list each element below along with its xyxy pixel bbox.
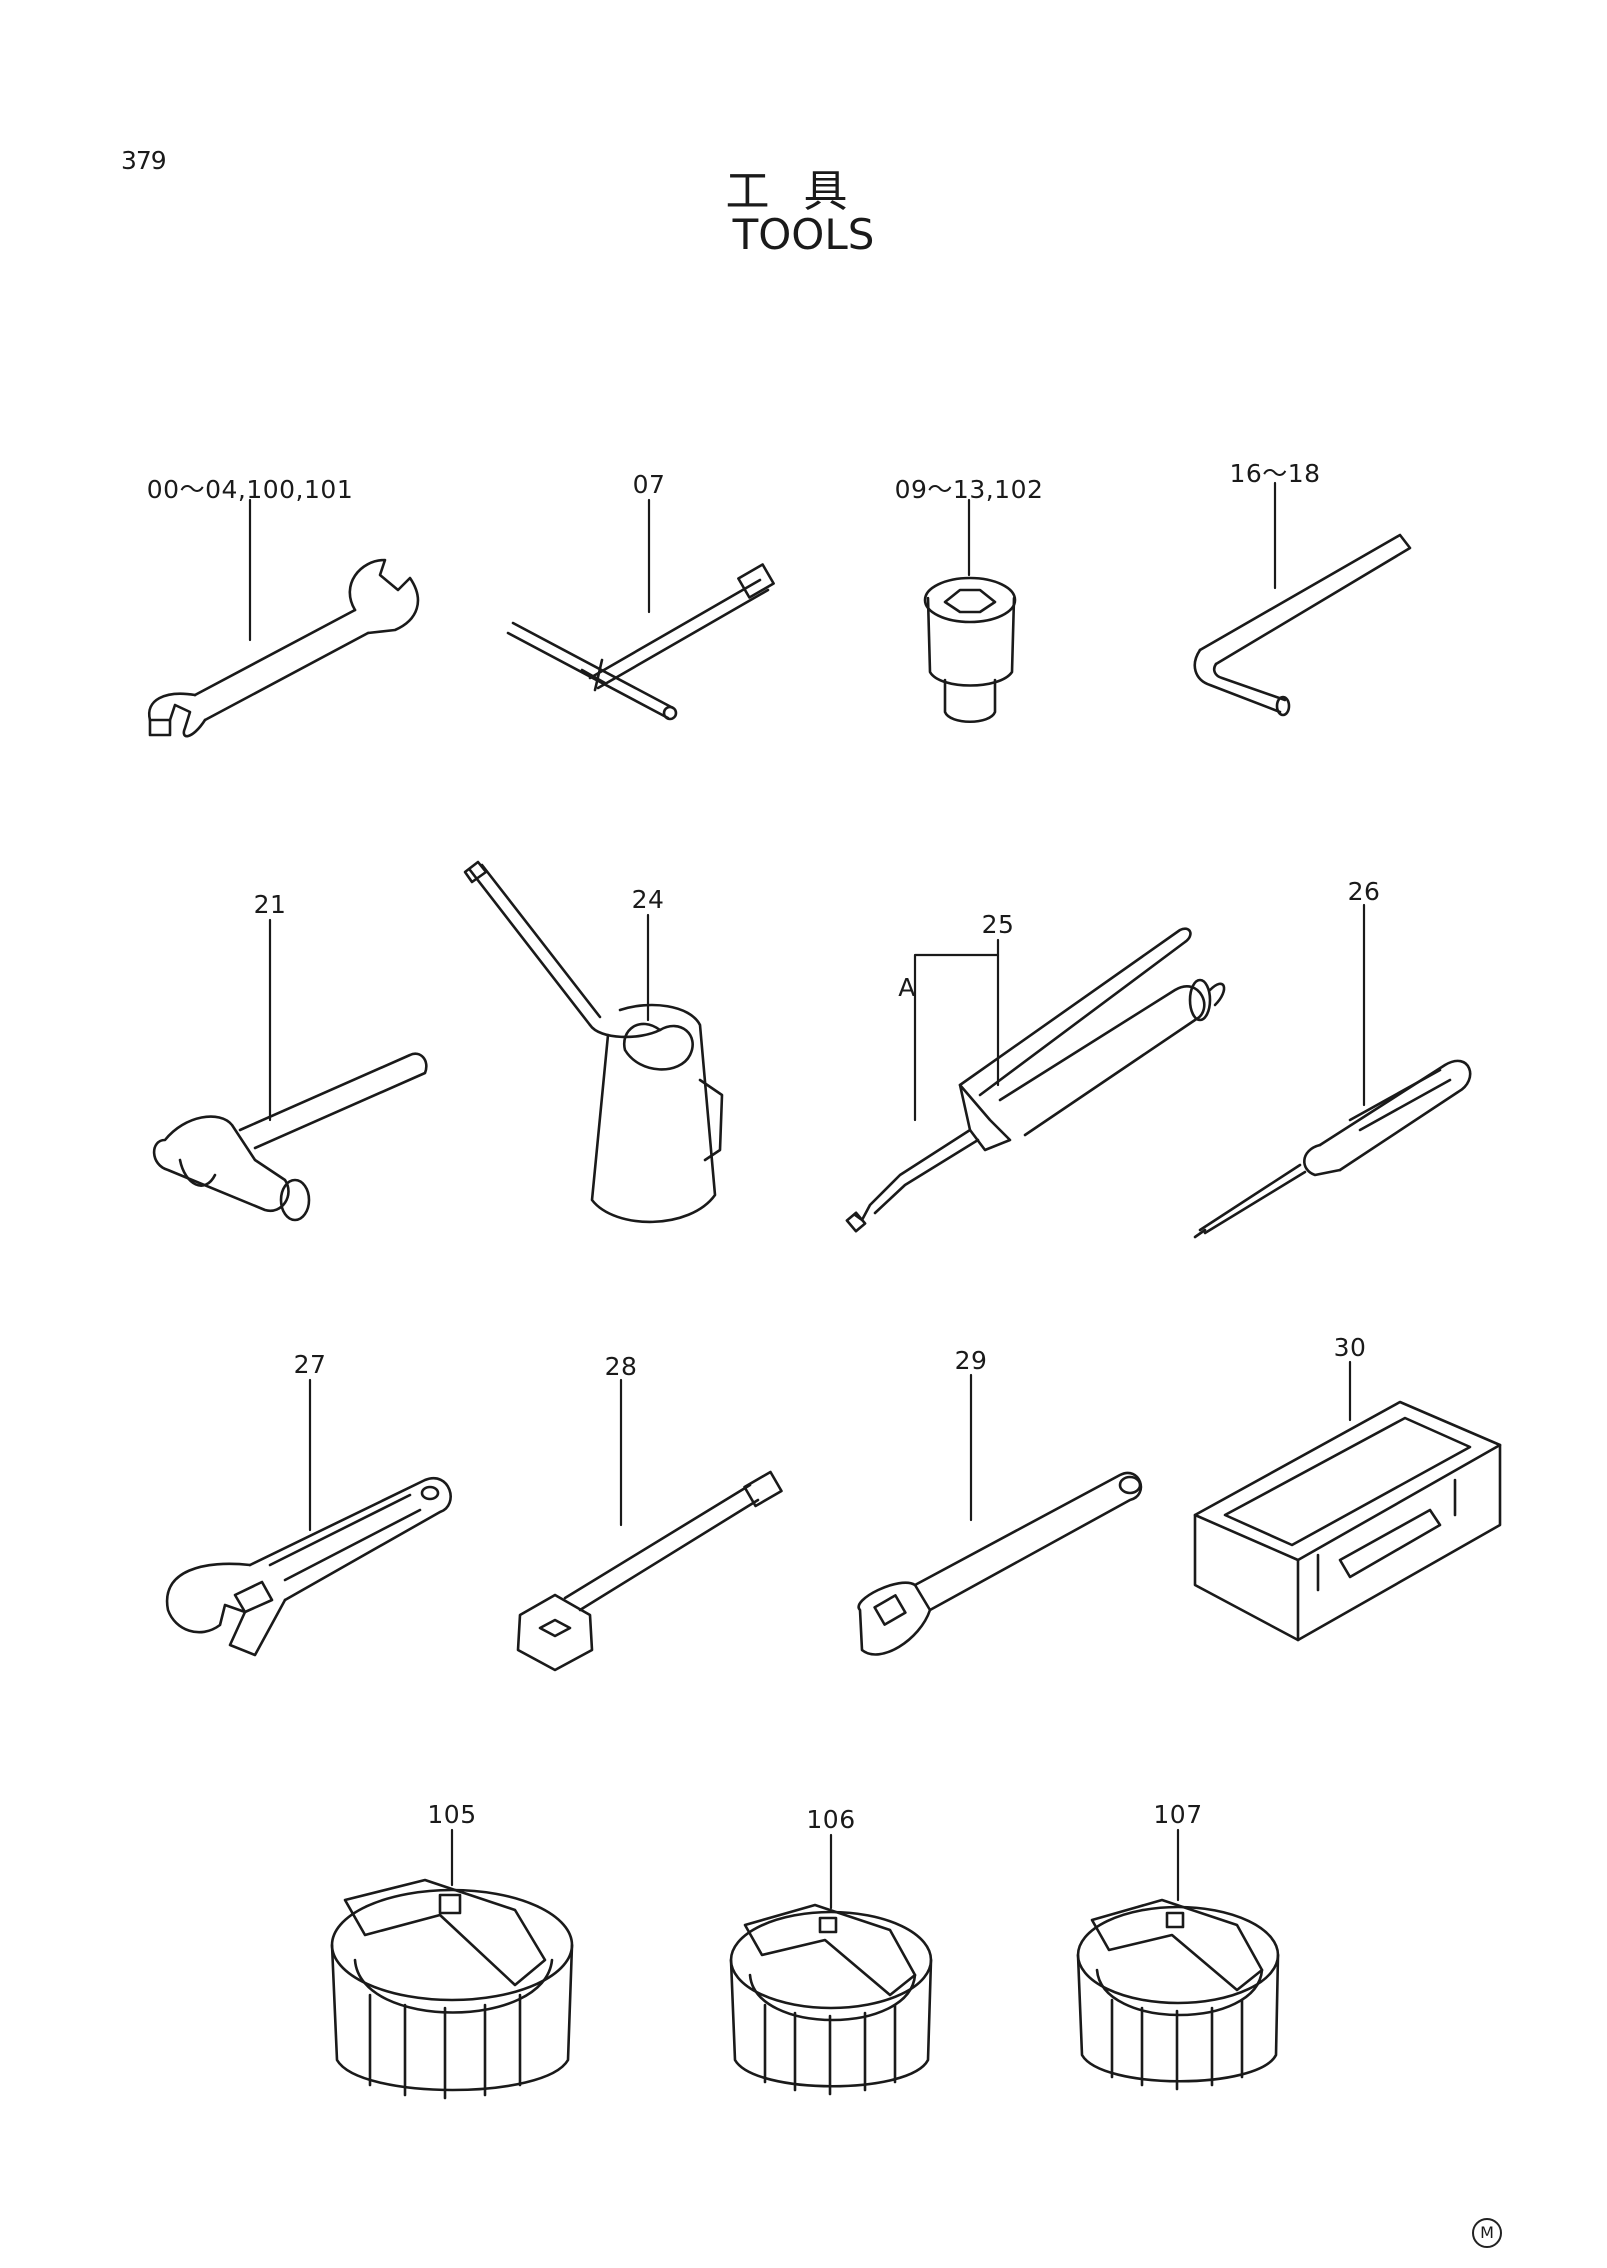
extension-bar-drawing: [516, 1378, 783, 1672]
callout-adjustable-wrench: 27: [293, 1350, 327, 1379]
socket-drawing: [923, 498, 1017, 723]
filter-wrench-107-drawing: [1076, 1828, 1280, 2091]
hex-key-drawing: [1193, 481, 1412, 717]
page-title: TOOLS: [732, 210, 875, 259]
wrench-drawing: [147, 498, 420, 738]
adjustable-wrench-drawing: [165, 1378, 452, 1657]
callout-screwdriver: 26: [1347, 877, 1381, 906]
ratchet-handle-drawing: [857, 1373, 1143, 1656]
manufacturer-mark: M: [1472, 2218, 1502, 2248]
tool-box-drawing: [1193, 1360, 1502, 1642]
callout-grease-gun-a: A: [898, 973, 916, 1002]
t-wrench-drawing: [506, 498, 775, 721]
callout-filter-wrench-105: 105: [427, 1800, 477, 1829]
callout-filter-wrench-107: 107: [1153, 1800, 1203, 1829]
grease-gun-drawing: [845, 927, 1226, 1233]
callout-hammer: 21: [253, 890, 287, 919]
callout-extension-bar: 28: [604, 1352, 638, 1381]
callout-oil-can: 24: [631, 885, 665, 914]
callout-tool-box: 30: [1333, 1333, 1367, 1362]
callout-t-wrench: 07: [632, 470, 666, 499]
oil-can-drawing: [463, 860, 724, 1224]
screwdriver-drawing: [1193, 903, 1472, 1239]
callout-ratchet-handle: 29: [954, 1346, 988, 1375]
filter-wrench-105-drawing: [330, 1828, 574, 2100]
hammer-drawing: [152, 918, 428, 1222]
page-title-japanese: 工具: [725, 166, 882, 217]
callout-grease-gun: 25: [981, 910, 1015, 939]
filter-wrench-106-drawing: [729, 1833, 933, 2096]
callout-filter-wrench-106: 106: [806, 1805, 856, 1834]
page-number: 379: [121, 146, 167, 175]
